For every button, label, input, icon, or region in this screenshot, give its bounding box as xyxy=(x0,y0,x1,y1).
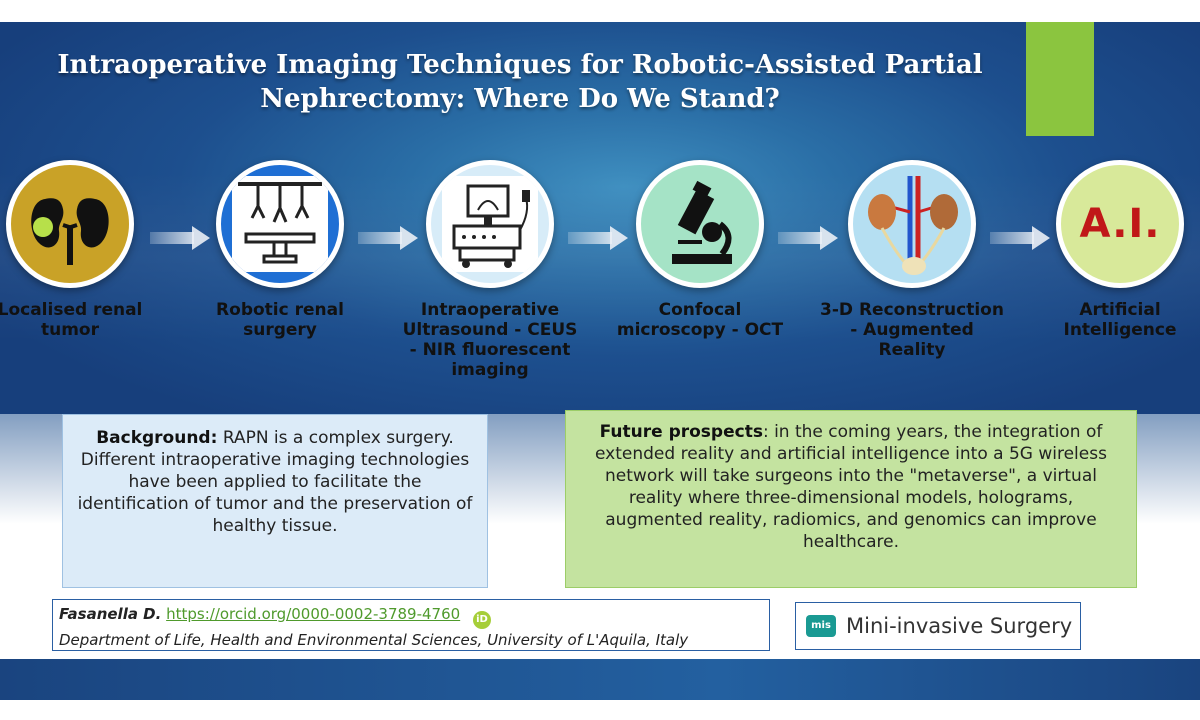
footer-bar xyxy=(0,659,1200,700)
kidney-tumor-icon xyxy=(6,160,134,288)
orcid-icon[interactable]: iD xyxy=(472,611,491,629)
future-heading: Future prospects xyxy=(599,422,763,442)
accent-block xyxy=(1026,22,1094,136)
ai-badge: A.I. xyxy=(1079,201,1161,247)
title-banner xyxy=(0,22,1200,414)
future-prospects-box: Future prospects: in the coming years, t… xyxy=(565,410,1137,588)
background-text: RAPN is a complex surgery. Different int… xyxy=(77,428,473,536)
orcid-link[interactable]: https://orcid.org/0000-0002-3789-4760 xyxy=(166,605,461,623)
microscope-icon xyxy=(636,160,764,288)
journal-logo-box: mis Mini-invasive Surgery xyxy=(795,602,1081,650)
arrow-icon xyxy=(150,226,212,250)
arrow-icon xyxy=(990,226,1052,250)
step-label: Localised renal tumor xyxy=(0,300,143,340)
step-label: Confocal microscopy - OCT xyxy=(616,300,784,340)
slide: Intraoperative Imaging Techniques for Ro… xyxy=(0,22,1200,700)
background-box: Background: RAPN is a complex surgery. D… xyxy=(62,414,488,588)
title-line-2: Nephrectomy: Where Do We Stand? xyxy=(260,84,780,114)
title-line-1: Intraoperative Imaging Techniques for Ro… xyxy=(57,50,983,80)
slide-title: Intraoperative Imaging Techniques for Ro… xyxy=(20,48,1020,116)
step-ultrasound: Intraoperative Ultrasound - CEUS - NIR f… xyxy=(403,154,577,414)
kidney-3d-model-icon xyxy=(848,160,976,288)
step-localised-tumor: Localised renal tumor xyxy=(0,154,150,414)
step-robotic-surgery: Robotic renal surgery xyxy=(200,154,360,414)
ai-text-icon: A.I. xyxy=(1056,160,1184,288)
author-affiliation: Department of Life, Health and Environme… xyxy=(59,631,689,649)
robotic-arms-icon xyxy=(216,160,344,288)
step-label: Artificial Intelligence xyxy=(1063,300,1177,340)
step-artificial-intelligence: A.I. Artificial Intelligence xyxy=(1040,154,1200,414)
arrow-icon xyxy=(778,226,840,250)
journal-name: Mini-invasive Surgery xyxy=(846,614,1073,638)
author-name: Fasanella D. xyxy=(59,605,162,623)
arrow-icon xyxy=(358,226,420,250)
ultrasound-machine-icon xyxy=(426,160,554,288)
step-label: Intraoperative Ultrasound - CEUS - NIR f… xyxy=(402,300,578,380)
author-box: Fasanella D. https://orcid.org/0000-0002… xyxy=(52,599,770,651)
journal-logo-icon: mis xyxy=(806,615,836,637)
arrow-icon xyxy=(568,226,630,250)
background-heading: Background: xyxy=(96,428,218,448)
step-label: Robotic renal surgery xyxy=(216,300,344,340)
step-3d-reconstruction: 3-D Reconstruction - Augmented Reality xyxy=(820,154,1004,414)
step-confocal: Confocal microscopy - OCT xyxy=(617,154,783,414)
future-text: : in the coming years, the integration o… xyxy=(595,422,1107,552)
step-label: 3-D Reconstruction - Augmented Reality xyxy=(820,300,1004,360)
